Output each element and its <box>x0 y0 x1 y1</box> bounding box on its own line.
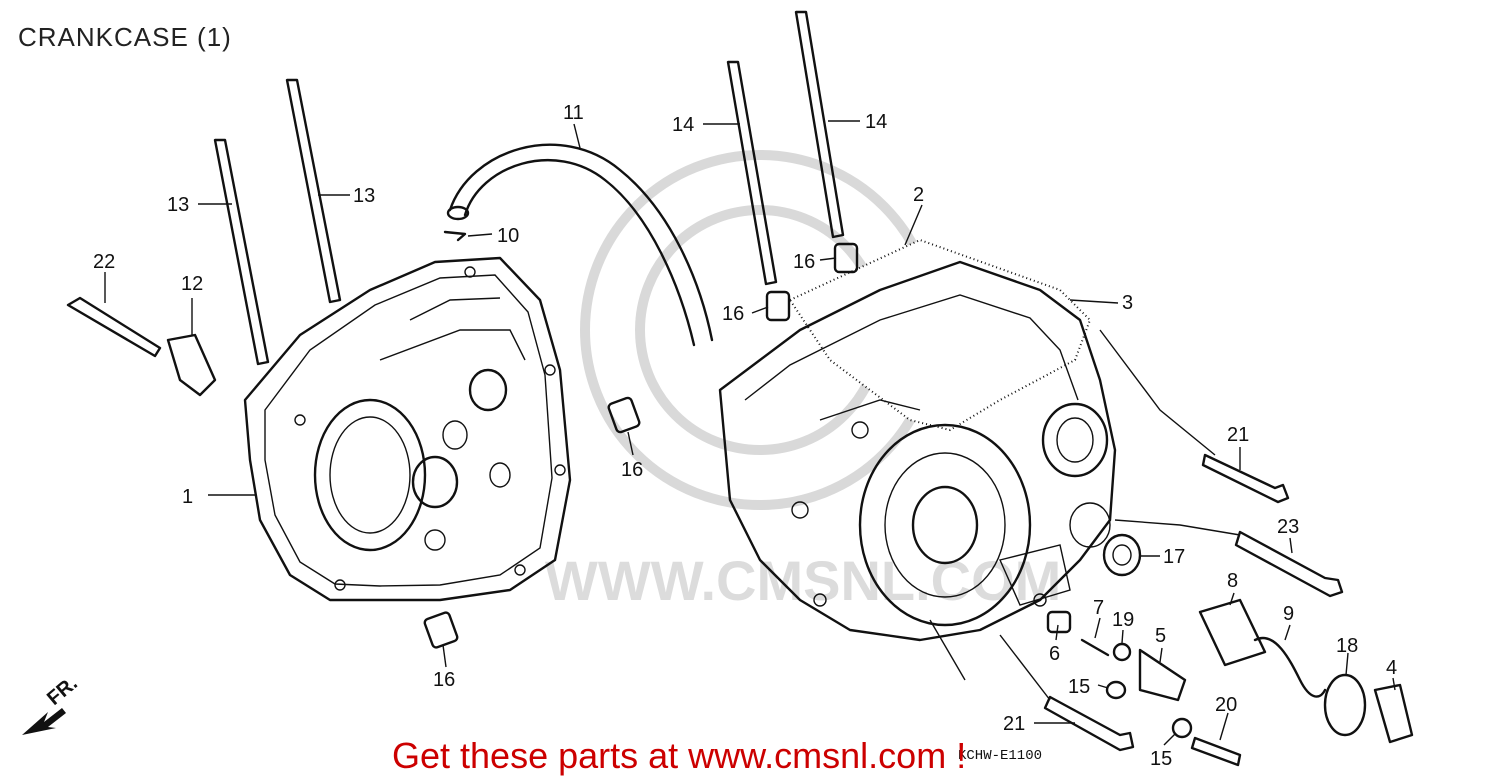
callout-20: 20 <box>1215 694 1237 716</box>
callout-11: 11 <box>563 102 584 124</box>
callout-6: 6 <box>1049 643 1060 665</box>
callout-16-top-dowel: 16 <box>793 251 815 273</box>
callout-21-upper: 21 <box>1227 424 1249 446</box>
small-parts <box>66 230 1414 767</box>
callout-3: 3 <box>1122 292 1133 314</box>
diagram-title: CRANKCASE (1) <box>18 22 232 52</box>
callout-17: 17 <box>1163 546 1185 568</box>
callout-13-left: 13 <box>167 194 189 216</box>
callout-16-bottom-dowel: 16 <box>433 669 455 691</box>
callout-13-right: 13 <box>353 185 375 207</box>
callout-23: 23 <box>1277 516 1299 538</box>
callout-15-upper: 15 <box>1068 676 1090 698</box>
callout-14-left: 14 <box>672 114 694 136</box>
callout-10: 10 <box>497 225 519 247</box>
callout-7: 7 <box>1093 597 1104 619</box>
callout-1: 1 <box>182 486 193 508</box>
callout-4: 4 <box>1386 657 1397 679</box>
callout-5: 5 <box>1155 625 1166 647</box>
callout-22: 22 <box>93 251 115 273</box>
callout-labels: 1 2 3 4 5 6 7 8 9 10 11 12 13 13 14 14 1… <box>93 102 1397 770</box>
left-crankcase-half <box>243 256 572 602</box>
watermark-logo: WWW.CMSNL.COM <box>545 150 1061 612</box>
callout-19: 19 <box>1112 609 1134 631</box>
callout-15-lower: 15 <box>1150 748 1172 770</box>
diagram-code: KCHW-E1100 <box>958 748 1043 764</box>
promo-link[interactable]: Get these parts at www.cmsnl.com ! <box>392 735 967 776</box>
callout-2: 2 <box>913 184 924 206</box>
front-direction-arrow: FR. <box>22 672 82 735</box>
breather-tube <box>446 143 714 347</box>
direction-label: FR. <box>43 672 82 710</box>
callout-14-right: 14 <box>865 111 887 133</box>
callout-12: 12 <box>181 273 203 295</box>
leader-lines <box>104 120 1396 746</box>
callout-9: 9 <box>1283 603 1294 625</box>
callout-18: 18 <box>1336 635 1358 657</box>
callout-8: 8 <box>1227 570 1238 592</box>
stud-bolts <box>213 10 845 366</box>
callout-16-mid-dowel: 16 <box>722 303 744 325</box>
callout-16-left-dowel: 16 <box>621 459 643 481</box>
right-crankcase-half <box>718 238 1117 642</box>
callout-21-lower: 21 <box>1003 713 1025 735</box>
